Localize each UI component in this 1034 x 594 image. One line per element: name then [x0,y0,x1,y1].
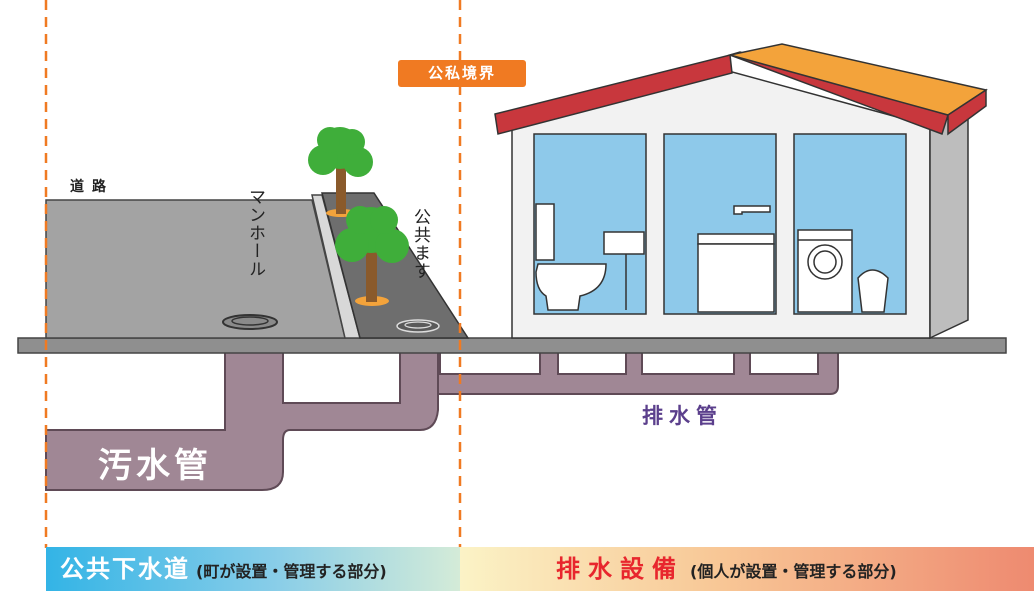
drainage-facility-band: 排水設備 (個人が設置・管理する部分) [460,547,1034,591]
sink-icon [697,205,775,313]
house-roof [494,54,733,135]
drainage-facility-title: 排水設備 [556,555,684,583]
toilet-icon [535,203,645,311]
house-side-wall [929,109,969,340]
roadside-tree-front [335,206,409,306]
drainage-facility-note: (個人が設置・管理する部分) [690,562,897,581]
house [494,43,988,340]
road-label: 道路 [70,179,114,195]
manhole-label: マンホール [245,188,265,278]
roadside-tree-back [308,127,373,217]
public-sewer-title: 公共下水道 [60,555,190,583]
drain-pipe-openings [439,351,819,375]
boundary-badge: 公私境界 [398,60,526,87]
washing-machine-icon [797,229,889,313]
manhole-cover [222,314,278,330]
public-masu-label: 公共ます [410,208,430,280]
public-masu-cover [396,319,440,333]
sewer-pipe-label: 汚水管 [98,446,212,486]
drain-pipe-label: 排水管 [642,404,723,428]
road-surface [45,199,346,339]
ground-slab [17,337,1007,354]
public-sewer-band: 公共下水道 (町が設置・管理する部分) [46,547,460,591]
public-sewer-note: (町が設置・管理する部分) [196,562,387,581]
house-roof-edge [947,88,987,136]
